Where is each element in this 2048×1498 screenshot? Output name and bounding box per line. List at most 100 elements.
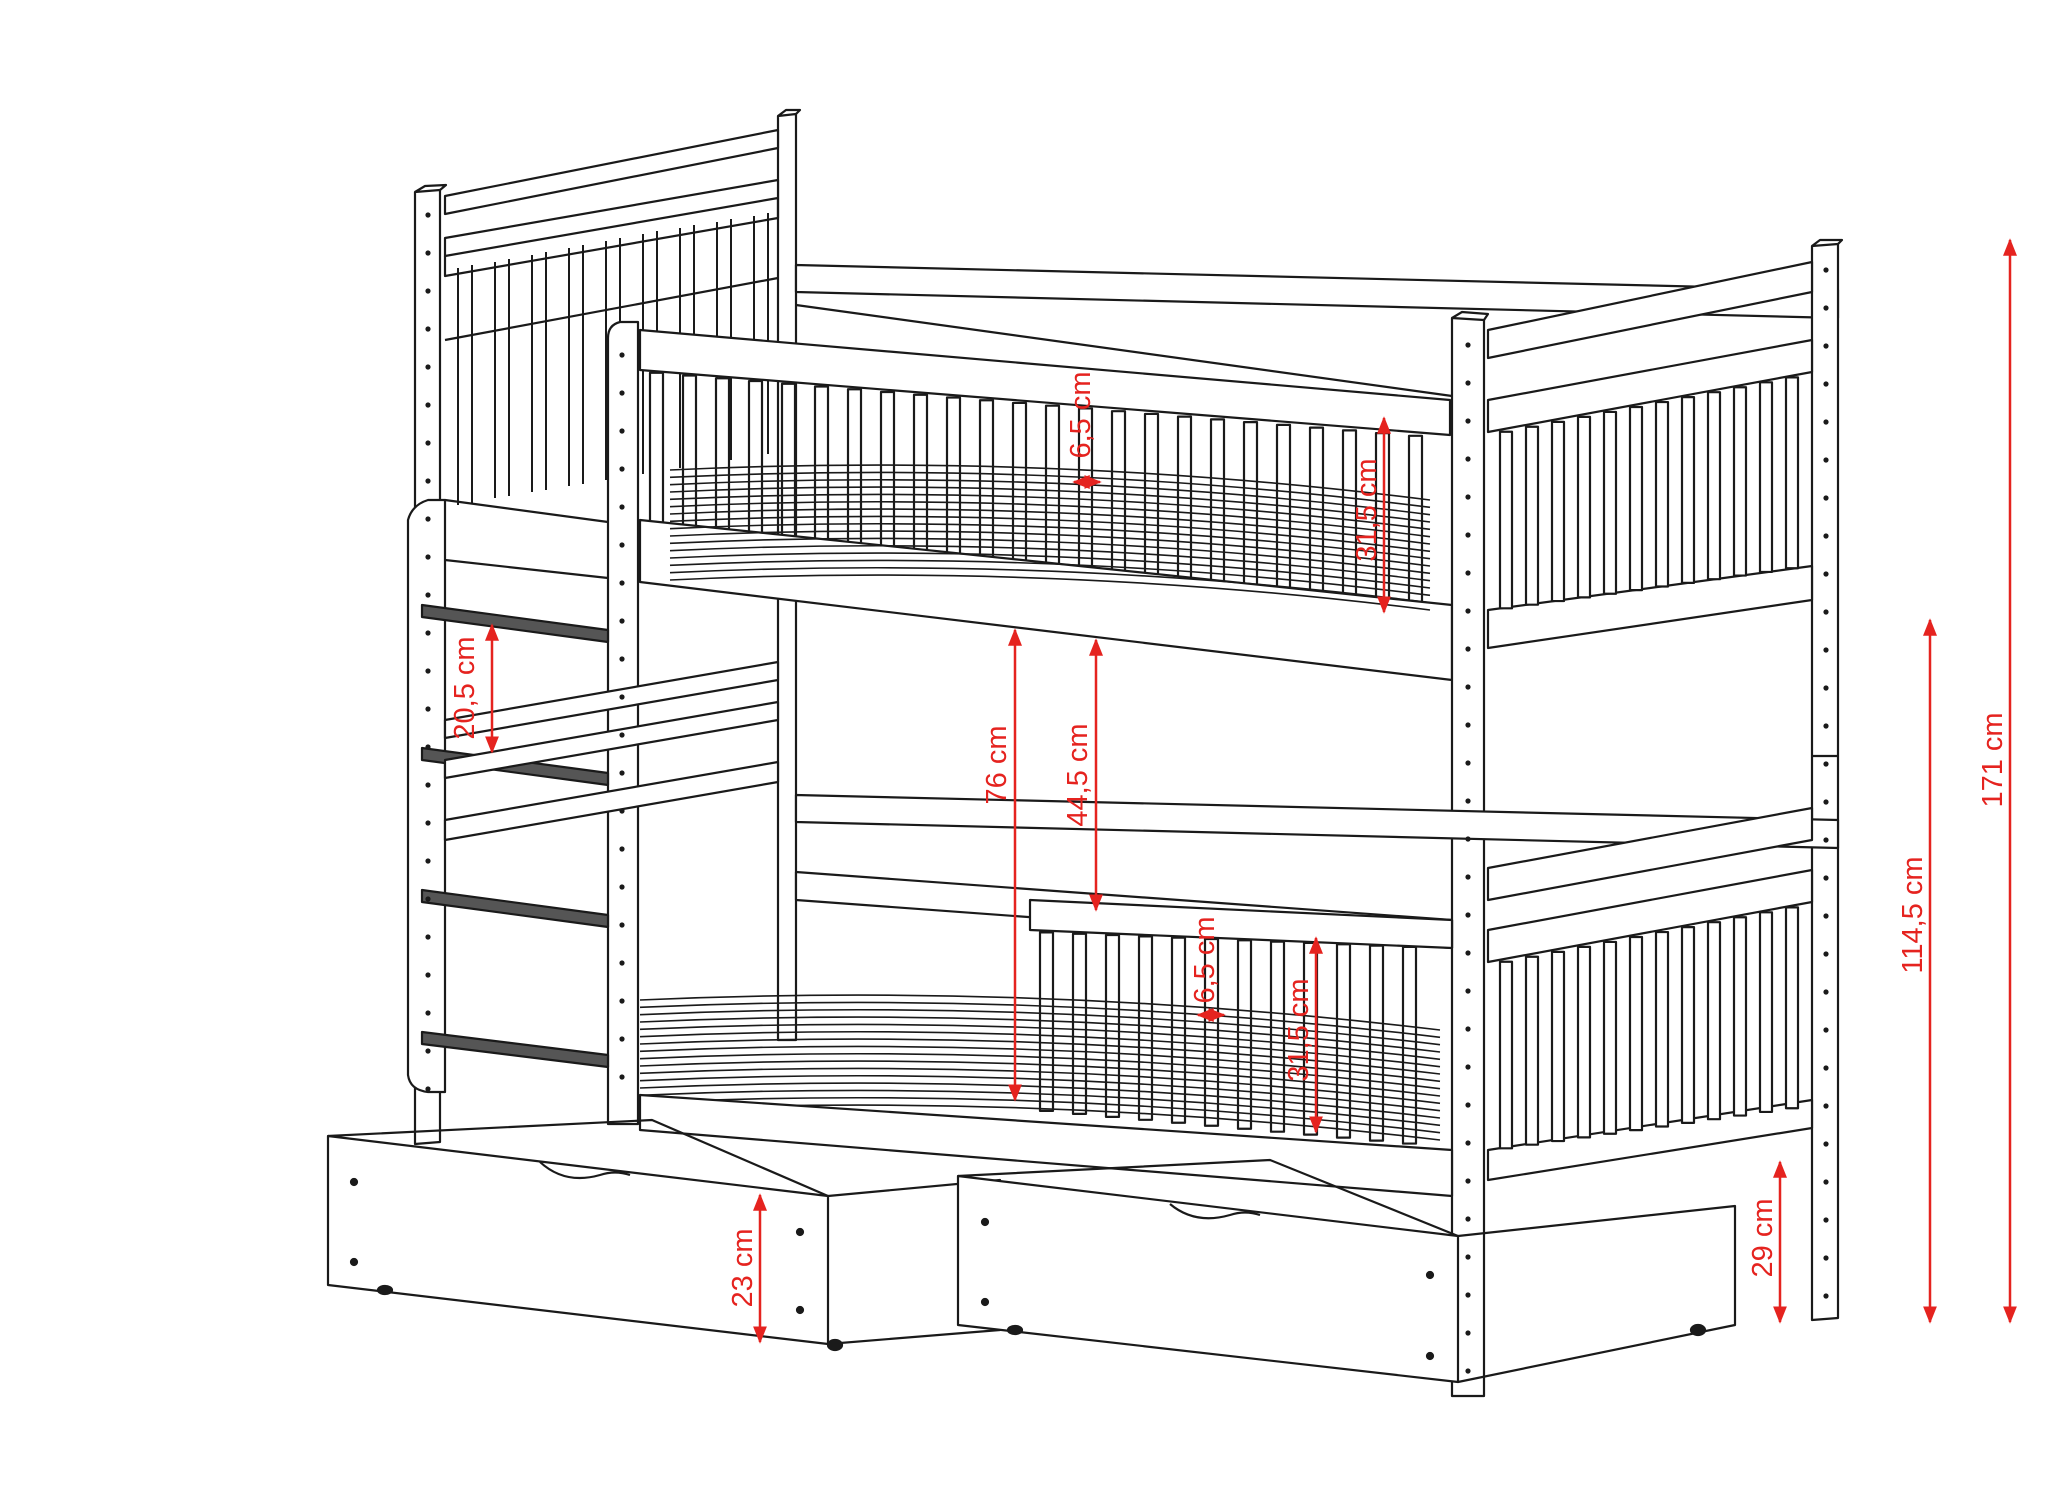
upper-mattress-slats <box>669 464 1431 611</box>
lower-guard-slats <box>1038 931 1418 1145</box>
bolt-hole <box>619 656 625 662</box>
mattress-slat <box>639 1067 1441 1105</box>
footboard-slat <box>1680 396 1696 584</box>
bolt-hole <box>619 504 625 510</box>
bolt-hole <box>619 580 625 586</box>
footboard-slat <box>1576 945 1592 1139</box>
mattress-slat <box>669 471 1431 509</box>
bolt-hole <box>425 1048 431 1054</box>
bolt-hole <box>1465 418 1471 424</box>
lower-side-frame <box>638 1093 1454 1198</box>
bolt-hole <box>1823 533 1829 539</box>
mattress-slat <box>669 537 1431 575</box>
lower-guard-slat <box>1368 944 1385 1142</box>
bolt-hole <box>1823 1065 1829 1071</box>
upper-footboard <box>1486 260 1814 650</box>
mattress-slat <box>669 478 1431 516</box>
bolt-hole <box>425 288 431 294</box>
footboard-slat <box>1732 916 1748 1117</box>
mattress-slat <box>669 508 1431 545</box>
label-total-height: 171 cm <box>1977 712 2009 807</box>
lower-guard-slat <box>1170 936 1187 1124</box>
bolt-hole <box>1823 419 1829 425</box>
footboard-slat <box>1602 410 1618 595</box>
mattress-slat <box>669 552 1431 589</box>
footboard-slat <box>1628 935 1644 1132</box>
mattress-slat <box>669 493 1431 531</box>
bolt-hole <box>1823 951 1829 957</box>
bolt-hole <box>1823 913 1829 919</box>
bolt-hole <box>425 744 431 750</box>
bolt-hole <box>425 554 431 560</box>
label-upper-bed-height: 114,5 cm <box>1897 856 1929 973</box>
mattress-slat <box>669 500 1431 538</box>
bolt-hole <box>425 820 431 826</box>
upper-guard-slat <box>714 377 731 534</box>
lower-guard-slat <box>1236 939 1253 1130</box>
upper-guard-slat <box>978 399 995 561</box>
label-underbed-clearance: 29 cm <box>1747 1199 1779 1278</box>
label-clearance-between-beds: 44,5 cm <box>1062 723 1094 826</box>
mattress-slat <box>639 1045 1441 1083</box>
footboard-slat <box>1628 405 1644 592</box>
bolt-hole <box>619 998 625 1004</box>
mattress-slat <box>669 530 1431 567</box>
bolt-hole <box>619 732 625 738</box>
mattress-slat <box>669 574 1431 611</box>
bolt-hole <box>619 808 625 814</box>
bolt-hole <box>425 592 431 598</box>
footboard-slat <box>1706 921 1722 1121</box>
bolt-hole <box>1465 1178 1471 1184</box>
footboard-slat <box>1524 955 1540 1146</box>
bolt-hole <box>425 250 431 256</box>
bolt-hole <box>425 630 431 636</box>
label-lower-rail-height: 31,5 cm <box>1283 978 1315 1081</box>
footboard-slat <box>1758 911 1774 1114</box>
bolt-hole <box>1823 989 1829 995</box>
bolt-hole <box>1823 1141 1829 1147</box>
upper-guard-slat <box>747 379 764 537</box>
bolt-hole <box>425 364 431 370</box>
bolt-hole <box>1823 457 1829 463</box>
bolt-hole <box>1465 342 1471 348</box>
bolt-hole <box>425 326 431 332</box>
bolt-hole <box>1465 950 1471 956</box>
bolt-hole <box>1823 609 1829 615</box>
bolt-hole <box>425 402 431 408</box>
dimension-labels: 171 cm 114,5 cm 29 cm 23 cm 20,5 cm 76 c… <box>449 371 2009 1307</box>
footboard-slat <box>1654 930 1670 1128</box>
mattress-slat <box>639 1096 1441 1134</box>
upper-guard-slat <box>1110 410 1127 574</box>
upper-guard-slat <box>846 388 863 547</box>
mattress-slat <box>639 994 1441 1031</box>
right-drawer <box>956 1158 1737 1384</box>
mattress-slat <box>669 566 1431 604</box>
bolt-hole <box>619 1074 625 1080</box>
bolt-hole <box>1823 267 1829 273</box>
footboard-slat <box>1498 430 1514 610</box>
lower-guard-slat <box>1401 945 1418 1145</box>
mattress-slat <box>639 1023 1441 1061</box>
mattress-slat <box>669 544 1431 582</box>
upper-guard-slat <box>648 371 665 528</box>
bolt-hole <box>1823 343 1829 349</box>
bolt-hole <box>1823 1027 1829 1033</box>
mattress-slat <box>669 486 1431 523</box>
bolt-hole <box>425 972 431 978</box>
bolt-hole <box>425 934 431 940</box>
mattress-slat <box>639 1008 1441 1046</box>
ladder <box>406 498 610 1094</box>
bolt-hole <box>1465 684 1471 690</box>
lower-guard-rail <box>1028 898 1454 950</box>
footboard-slat <box>1732 386 1748 577</box>
bolt-hole <box>1465 456 1471 462</box>
lower-footboard <box>1486 806 1814 1182</box>
bolt-hole <box>425 212 431 218</box>
bolt-hole <box>1465 608 1471 614</box>
mattress-slat <box>639 1038 1441 1075</box>
footboard-slat <box>1576 415 1592 599</box>
label-clearance-upper-frame: 76 cm <box>981 726 1013 805</box>
bolt-hole <box>425 896 431 902</box>
bolt-hole <box>1465 874 1471 880</box>
lower-back-headboard <box>443 660 780 842</box>
